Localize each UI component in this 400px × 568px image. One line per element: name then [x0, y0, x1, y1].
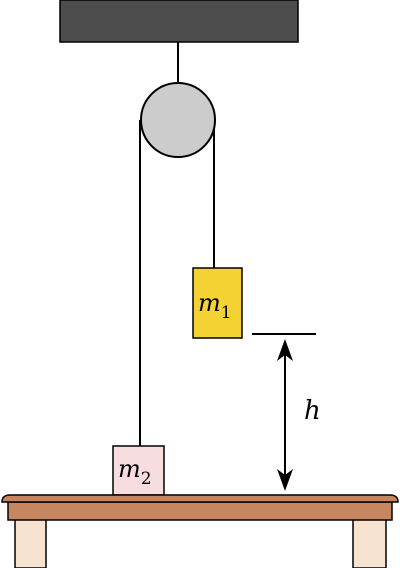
table-top [7, 501, 393, 521]
mass-1-symbol: m [198, 289, 221, 317]
height-arrow-head-down [277, 469, 293, 491]
ceiling-support [59, 0, 299, 43]
mass-1-label: m1 [198, 289, 232, 323]
table-leg-left [14, 514, 47, 568]
mass-2-subscript: 2 [141, 469, 152, 489]
mass-2-label: m2 [118, 455, 152, 489]
mass-1-subscript: 1 [221, 303, 232, 323]
height-label: h [304, 396, 321, 426]
table-top-surface [1, 494, 399, 503]
pulley [140, 82, 216, 158]
height-arrow-head-up [277, 339, 293, 361]
table-leg-right [352, 514, 387, 568]
mass-1-block [192, 267, 243, 339]
mass-2-symbol: m [118, 455, 141, 483]
